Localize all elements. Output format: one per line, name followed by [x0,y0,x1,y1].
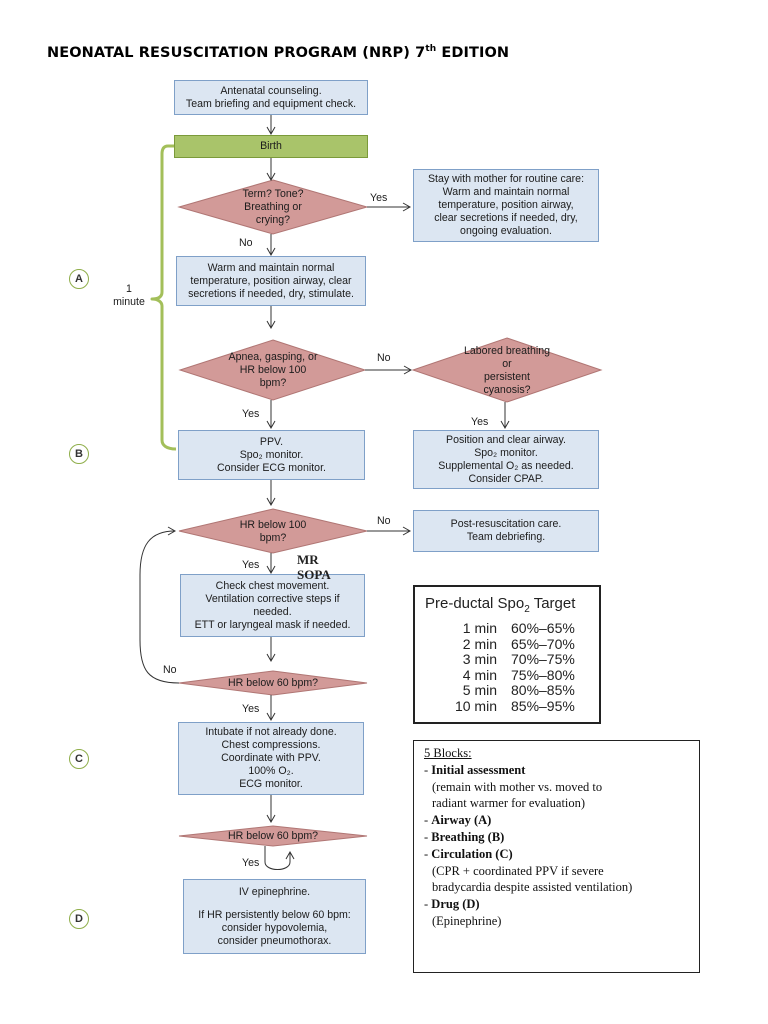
blocks-heading: 5 Blocks: [424,746,472,760]
list-item-note: bradycardia despite assisted ventilation… [432,880,633,895]
list-item: - Circulation (C) [424,846,513,861]
post-resuscitation-box: Post-resuscitation care.Team debriefing. [413,510,599,552]
yes-label-check: Yes [242,559,260,571]
list-item: - Initial assessment [424,762,526,777]
list-item: - Airway (A) [424,813,492,828]
list-item-note: radiant warmer for evaluation) [432,796,586,811]
list-item: - Breathing (B) [424,829,505,844]
intubate-box: Intubate if not already done.Chest compr… [178,722,364,795]
list-item-note: (Epinephrine) [432,913,502,928]
ppv-box: PPV.Spo₂ monitor.Consider ECG monitor. [178,430,365,480]
routine-care-box: Stay with mother for routine care:Warm a… [413,169,599,242]
decision-labored-breathing [411,337,603,403]
hr-below-60-question-first: HR below 60 bpm? [227,676,319,689]
spo2-target-title: Pre-ductal Spo2 Target [425,595,576,615]
no-label-loop: No [163,664,177,676]
decision-term-tone [177,179,369,235]
yes-label-intubate: Yes [242,703,260,715]
five-blocks-box: 5 Blocks: - Initial assessment (remain w… [413,740,700,973]
decision-apnea-hr [178,339,367,401]
one-minute-bracket [150,144,177,451]
step-d-circle: D [69,909,89,929]
list-item-note: (CPR + coordinated PPV if severe [432,863,604,878]
no-label-post: No [377,515,391,527]
list-item-note: (remain with mother vs. moved to [432,779,603,794]
no-label-labored: No [377,352,391,364]
yes-label-ppv: Yes [242,408,260,420]
epinephrine-box: IV epinephrine.If HR persistently below … [183,879,366,954]
step-a-circle: A [69,269,89,289]
yes-label-routine: Yes [370,192,388,204]
yes-label-epi: Yes [242,857,260,869]
decision-hr-below-60-second [178,825,368,847]
step-c-circle: C [69,749,89,769]
list-item: - Drug (D) [424,897,480,912]
no-label-warm: No [239,237,253,249]
check-chest-box: Check chest movement.Ventilation correct… [180,574,365,637]
decision-hr-below-60-first [178,670,368,696]
antenatal-box: Antenatal counseling.Team briefing and e… [174,80,368,115]
hr-below-60-question-second: HR below 60 bpm? [227,829,319,842]
position-airway-box: Position and clear airway.Spo₂ monitor.S… [413,430,599,489]
yes-label-position: Yes [471,416,489,428]
decision-hr-below-100 [178,508,368,554]
birth-box: Birth [174,135,368,158]
page-title: NEONATAL RESUSCITATION PROGRAM (NRP) 7th… [47,44,510,61]
step-b-circle: B [69,444,89,464]
